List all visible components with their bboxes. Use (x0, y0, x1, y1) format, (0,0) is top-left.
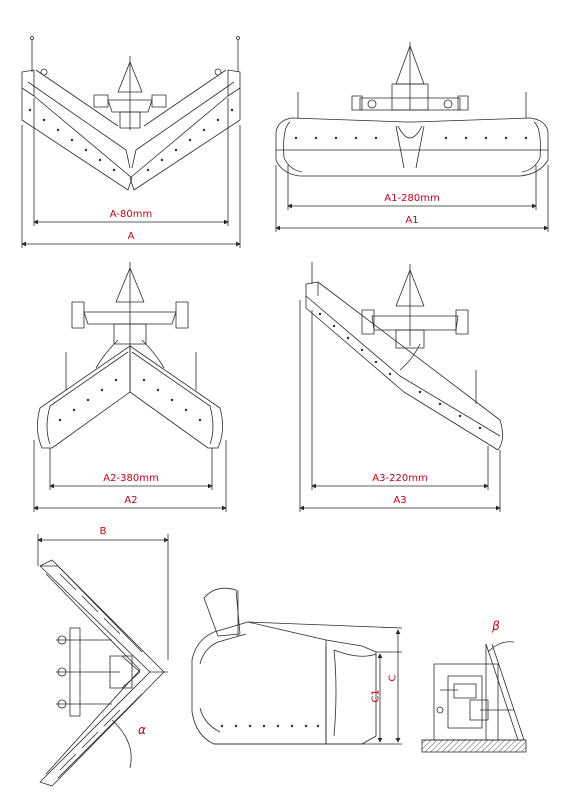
dim-label-a: A (127, 231, 135, 242)
angle-label-beta: β (492, 619, 500, 633)
view-v-blade-wide (33, 262, 227, 512)
dim-label-a3-inner: A3-220mm (372, 473, 428, 484)
dim-label-a1-inner: A1-280mm (384, 193, 440, 204)
view-straight-blade (275, 42, 549, 232)
view-angled-blade (299, 262, 503, 512)
dim-label-c1: C1 (370, 689, 382, 703)
dim-label-a1: A1 (405, 215, 419, 226)
dim-label-a2: A2 (124, 495, 138, 506)
angle-label-alpha: α (138, 723, 146, 737)
view-v-blade-narrow (21, 36, 241, 248)
dim-label-b: B (99, 526, 107, 537)
view-side-profile (191, 587, 403, 745)
view-top-plan (37, 534, 169, 787)
dim-label-a2-inner: A2-380mm (103, 473, 159, 484)
dim-label-c: C (387, 674, 399, 682)
view-rear-detail (421, 641, 527, 753)
dim-label-a-inner: A-80mm (109, 209, 153, 220)
dim-label-a3: A3 (393, 495, 407, 506)
